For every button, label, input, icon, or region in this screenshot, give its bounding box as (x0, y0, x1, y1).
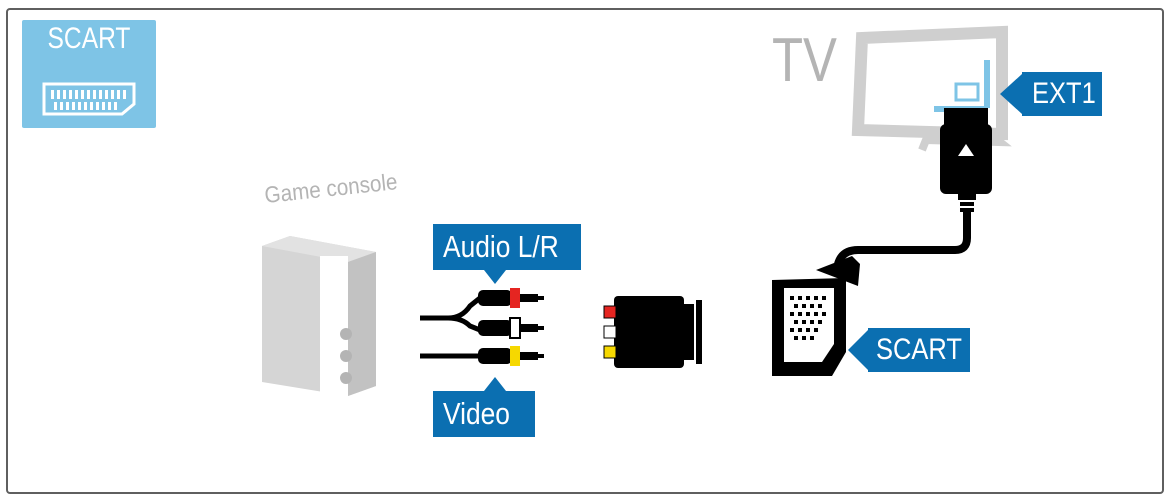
video-text: Video (443, 396, 510, 431)
ext1-tag: EXT1 (1022, 72, 1102, 116)
audio-label-pointer (484, 270, 506, 284)
video-label-pointer (484, 377, 506, 391)
tv-cable (834, 108, 992, 266)
audio-cable-icon (420, 288, 544, 339)
video-cable-icon (420, 346, 544, 366)
badge-label: SCART (47, 22, 131, 55)
scart-tag: SCART (868, 328, 970, 372)
scart-plug-icon (772, 256, 860, 376)
scart-text: SCART (876, 333, 962, 366)
scart-badge: SCART (22, 20, 156, 128)
ext1-text: EXT1 (1032, 77, 1096, 110)
scart-label-pointer (848, 330, 868, 370)
ext1-label-pointer (1000, 74, 1022, 114)
game-console-icon (262, 236, 376, 396)
audio-lr-text: Audio L/R (443, 229, 559, 264)
video-tag: Video (433, 391, 535, 437)
tv-label: TV (772, 26, 837, 95)
audio-lr-tag: Audio L/R (433, 224, 581, 270)
rca-adapter-icon (603, 296, 702, 368)
scart-connector-icon (42, 82, 136, 116)
